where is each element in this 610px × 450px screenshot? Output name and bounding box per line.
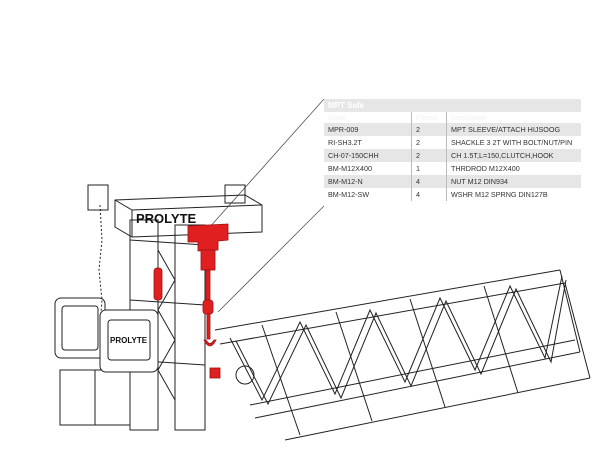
table-row: RI-SH3.2T 2 SHACKLE 3 2T WITH BOLT/NUT/P… [324,136,581,149]
chain [98,204,103,326]
parts-table: MPT Safe Code Pieces Description MPR-009… [324,99,581,201]
header-logo: PROLYTE [136,211,197,226]
cell-description: MPT SLEEVE/ATTACH HIJSOOG [446,123,581,136]
cell-description: SHACKLE 3 2T WITH BOLT/NUT/PIN [446,136,581,149]
cell-description: NUT M12 DIN934 [446,175,581,188]
hoist-motor-left [54,297,106,359]
table-row: BM-M12-N 4 NUT M12 DIN934 [324,175,581,188]
hoist-logo: PROLYTE [110,336,148,345]
cell-code: RI-SH3.2T [324,136,412,149]
table-title: MPT Safe [324,99,581,112]
cell-pieces: 1 [411,162,447,175]
cell-description: THRDROD M12X400 [446,162,581,175]
base-clamp [235,365,255,385]
cell-pieces: 4 [411,188,447,201]
table-row: BM-M12-SW 4 WSHR M12 SPRNG DIN127B [324,188,581,201]
table-title-row: MPT Safe [324,99,581,112]
table-row: BM-M12X400 1 THRDROD M12X400 [324,162,581,175]
table-header-row: Code Pieces Description [324,112,581,123]
cell-pieces: 2 [411,149,447,162]
header-description: Description [446,112,581,123]
callout-lines [199,98,325,313]
header-pieces: Pieces [411,112,447,123]
hoist-motor-right [99,309,159,373]
header-code: Code [324,112,412,123]
cell-code: BM-M12X400 [324,162,412,175]
mpt-safe-highlight [153,223,229,379]
cell-code: CH-07-150CHH [324,149,412,162]
cell-code: BM-M12-N [324,175,412,188]
cell-code: BM-M12-SW [324,188,412,201]
top-header [87,184,263,238]
cell-description: CH 1.5T,L=150,CLUTCH,HOOK [446,149,581,162]
table-row: MPR-009 2 MPT SLEEVE/ATTACH HIJSOOG [324,123,581,136]
horizontal-truss [214,269,591,441]
cell-code: MPR-009 [324,123,412,136]
cell-pieces: 2 [411,136,447,149]
table-row: CH-07-150CHH 2 CH 1.5T,L=150,CLUTCH,HOOK [324,149,581,162]
cell-pieces: 2 [411,123,447,136]
cell-description: WSHR M12 SPRNG DIN127B [446,188,581,201]
cell-pieces: 4 [411,175,447,188]
